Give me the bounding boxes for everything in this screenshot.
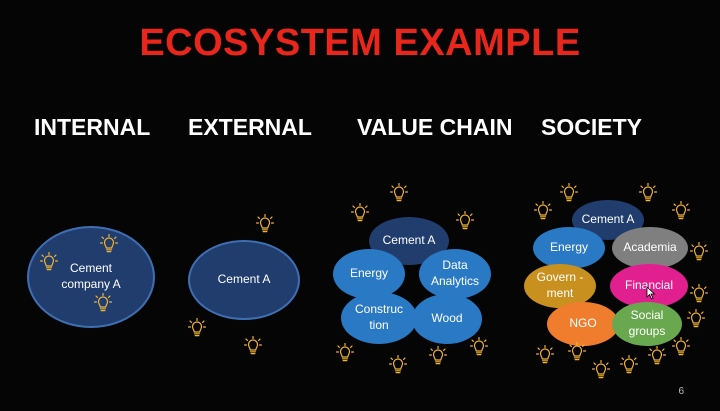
node-label: Cement A <box>581 212 635 227</box>
node-label: Construc tion <box>354 302 404 332</box>
node-soc-government: Govern - ment <box>524 264 596 308</box>
heading-society: SOCIETY <box>541 114 642 140</box>
node-label: Govern - ment <box>536 270 584 300</box>
node-soc-social-groups: Social groups <box>612 302 682 346</box>
lightbulb-icon <box>40 252 58 271</box>
node-internal-cement-company: Cement company A <box>27 226 155 328</box>
lightbulb-icon <box>536 345 554 364</box>
lightbulb-icon <box>560 183 578 202</box>
node-vc-construction: Construc tion <box>341 292 417 344</box>
lightbulb-icon <box>639 183 657 202</box>
node-vc-data-analytics: Data Analytics <box>419 249 491 299</box>
lightbulb-icon <box>534 201 552 220</box>
node-label: Cement A <box>382 233 436 248</box>
node-label: Cement company A <box>61 261 121 291</box>
node-label: Social groups <box>628 308 666 338</box>
node-vc-wood: Wood <box>412 294 482 344</box>
lightbulb-icon <box>351 203 369 222</box>
node-soc-academia: Academia <box>612 227 688 269</box>
slide-title: ECOSYSTEM EXAMPLE <box>139 22 581 64</box>
heading-external: EXTERNAL <box>188 114 312 140</box>
lightbulb-icon <box>256 214 274 233</box>
node-label: Cement A <box>217 272 271 287</box>
lightbulb-icon <box>389 355 407 374</box>
node-label: Financial <box>624 278 674 293</box>
heading-internal: INTERNAL <box>34 114 151 140</box>
lightbulb-icon <box>470 337 488 356</box>
lightbulb-icon <box>100 234 118 253</box>
lightbulb-icon <box>592 360 610 379</box>
lightbulb-icon <box>188 318 206 337</box>
lightbulb-icon <box>568 342 586 361</box>
node-label: Energy <box>349 266 389 281</box>
lightbulb-icon <box>429 346 447 365</box>
node-label: Wood <box>431 311 463 326</box>
lightbulb-icon <box>648 346 666 365</box>
lightbulb-icon <box>94 293 112 312</box>
lightbulb-icon <box>690 242 708 261</box>
lightbulb-icon <box>672 201 690 220</box>
heading-value-chain: VALUE CHAIN <box>357 114 513 140</box>
lightbulb-icon <box>336 343 354 362</box>
page-number: 6 <box>678 386 684 397</box>
node-vc-energy: Energy <box>333 249 405 299</box>
node-label: NGO <box>569 316 597 331</box>
node-label: Energy <box>549 240 589 255</box>
node-label: Academia <box>623 240 677 255</box>
lightbulb-icon <box>690 284 708 303</box>
node-soc-financial: Financial <box>610 264 688 308</box>
lightbulb-icon <box>456 211 474 230</box>
node-external-cement: Cement A <box>188 240 300 320</box>
node-soc-ngo: NGO <box>547 302 619 346</box>
lightbulb-icon <box>687 309 705 328</box>
node-soc-energy: Energy <box>533 227 605 269</box>
node-label: Data Analytics <box>430 258 480 288</box>
lightbulb-icon <box>244 336 262 355</box>
lightbulb-icon <box>620 355 638 374</box>
lightbulb-icon <box>672 337 690 356</box>
mouse-pointer-icon <box>646 286 656 300</box>
lightbulb-icon <box>390 183 408 202</box>
